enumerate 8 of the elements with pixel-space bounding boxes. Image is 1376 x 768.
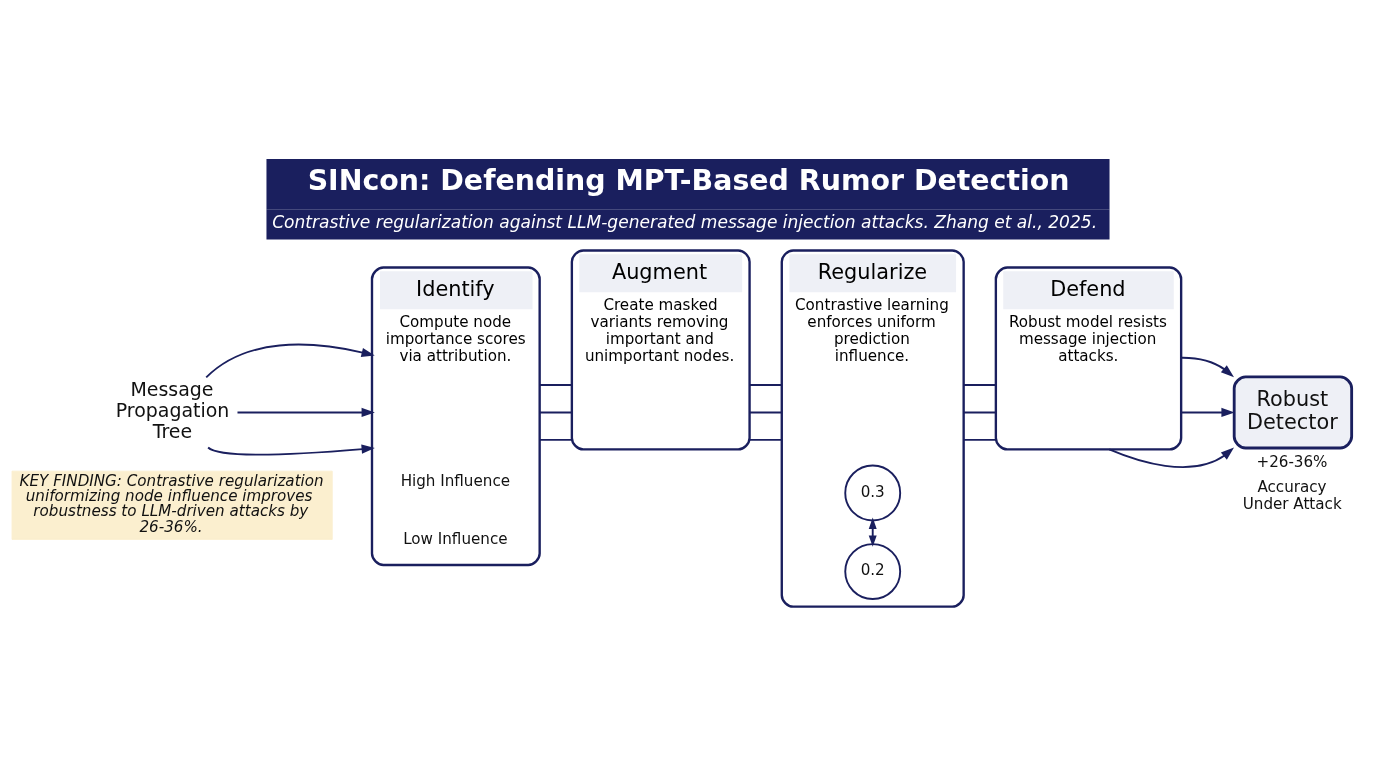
label: Low Influence (403, 529, 508, 548)
label: Contrastive regularization against LLM-generated message injection attacks. Zhang et al., 2025. (272, 211, 1098, 232)
node-label: Accuracy Under Attack (1242, 477, 1342, 513)
node-label: +26-36% (1256, 452, 1328, 471)
caption: KEY FINDING: Contrastive regularization uniformizing node influence improves robustness to LLM-driven attacks by 26-36%. (19, 471, 324, 536)
label: High Influence (400, 471, 511, 490)
node-text: Message Propagation Tree (115, 377, 230, 442)
diagram-title: SINcon: Defending MPT-Based Rumor Detection (307, 163, 1070, 197)
